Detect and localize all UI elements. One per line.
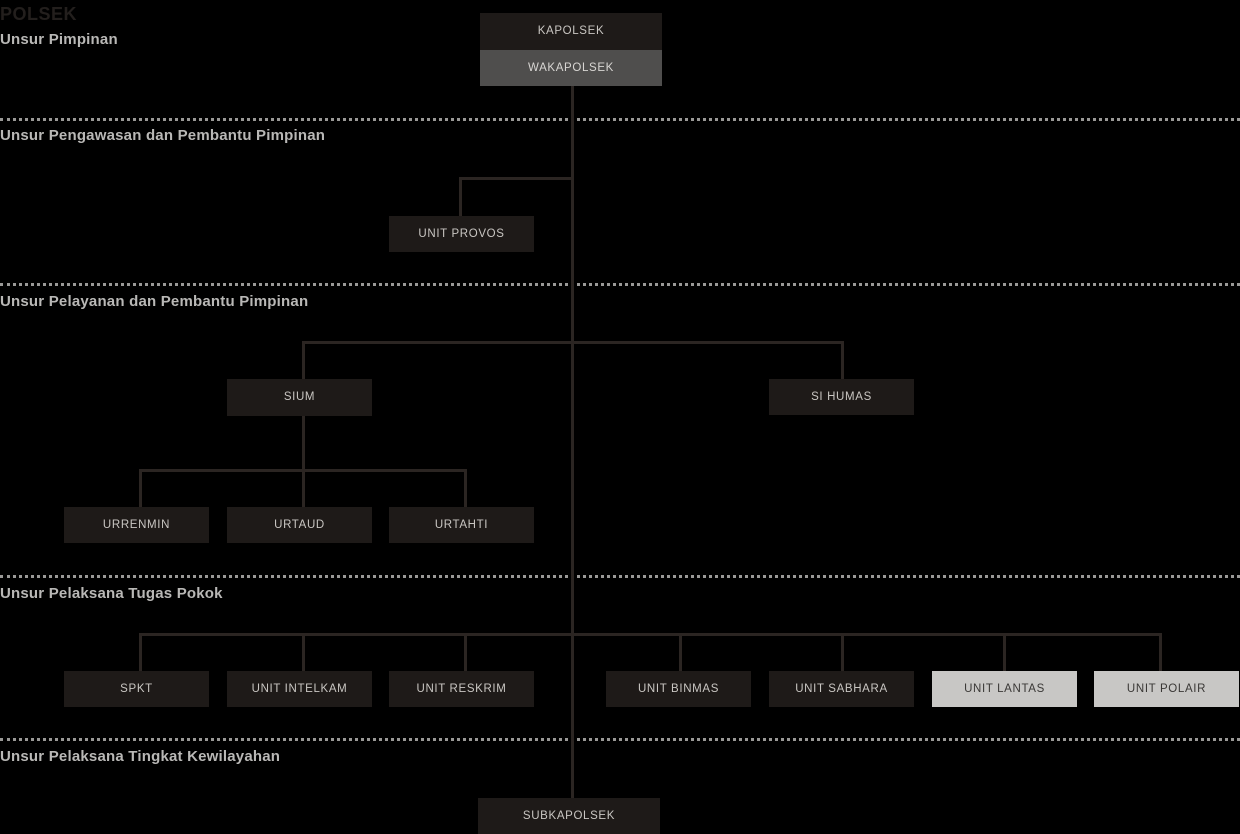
connector-provos-horizontal [459,177,574,180]
connector-unit-reskrim-drop [464,633,467,671]
node-sium[interactable]: SIUM [227,379,372,416]
node-wakapolsek[interactable]: WAKAPOLSEK [480,50,662,86]
section-divider-1 [0,118,1240,121]
node-subkapolsek[interactable]: SUBKAPOLSEK [478,798,660,834]
node-unit-binmas[interactable]: UNIT BINMAS [606,671,751,707]
section-divider-2 [0,283,1240,286]
section-label-unsur-pelaksana-kewilayahan: Unsur Pelaksana Tingkat Kewilayahan [0,748,281,765]
section-label-unsur-pimpinan: Unsur Pimpinan [0,31,118,48]
node-urrenmin[interactable]: URRENMIN [64,507,209,543]
node-urtahti[interactable]: URTAHTI [389,507,534,543]
connector-unit-intelkam-drop [302,633,305,671]
section-label-unsur-pelayanan: Unsur Pelayanan dan Pembantu Pimpinan [0,293,309,310]
section-divider-3 [0,575,1240,578]
connector-unit-lantas-drop [1003,633,1006,671]
connector-main-trunk [571,86,574,798]
connector-sium-drop [302,341,305,382]
node-unit-sabhara[interactable]: UNIT SABHARA [769,671,914,707]
node-unit-polair[interactable]: UNIT POLAIR [1094,671,1239,707]
connector-level3-bus [302,341,844,344]
connector-si-humas-drop [841,341,844,382]
section-divider-4 [0,738,1240,741]
node-unit-reskrim[interactable]: UNIT RESKRIM [389,671,534,707]
node-urtaud[interactable]: URTAUD [227,507,372,543]
section-label-unsur-pengawasan: Unsur Pengawasan dan Pembantu Pimpinan [0,127,326,144]
connector-unit-sabhara-drop [841,633,844,671]
connector-provos-drop [459,177,462,219]
node-spkt[interactable]: SPKT [64,671,209,707]
node-kapolsek[interactable]: KAPOLSEK [480,13,662,50]
connector-sium-stem [302,416,305,469]
connector-unit-polair-drop [1159,633,1162,671]
connector-level4-bus [139,633,1162,636]
connector-urtahti-drop [464,469,467,507]
section-label-unsur-pelaksana-tugas-pokok: Unsur Pelaksana Tugas Pokok [0,585,223,602]
node-unit-intelkam[interactable]: UNIT INTELKAM [227,671,372,707]
connector-urtaud-drop [302,469,305,507]
connector-urrenmin-drop [139,469,142,507]
page-title: POLSEK [0,4,78,24]
node-si-humas[interactable]: SI HUMAS [769,379,914,415]
node-unit-provos[interactable]: UNIT PROVOS [389,216,534,252]
connector-unit-binmas-drop [679,633,682,671]
connector-spkt-drop [139,633,142,671]
node-unit-lantas[interactable]: UNIT LANTAS [932,671,1077,707]
